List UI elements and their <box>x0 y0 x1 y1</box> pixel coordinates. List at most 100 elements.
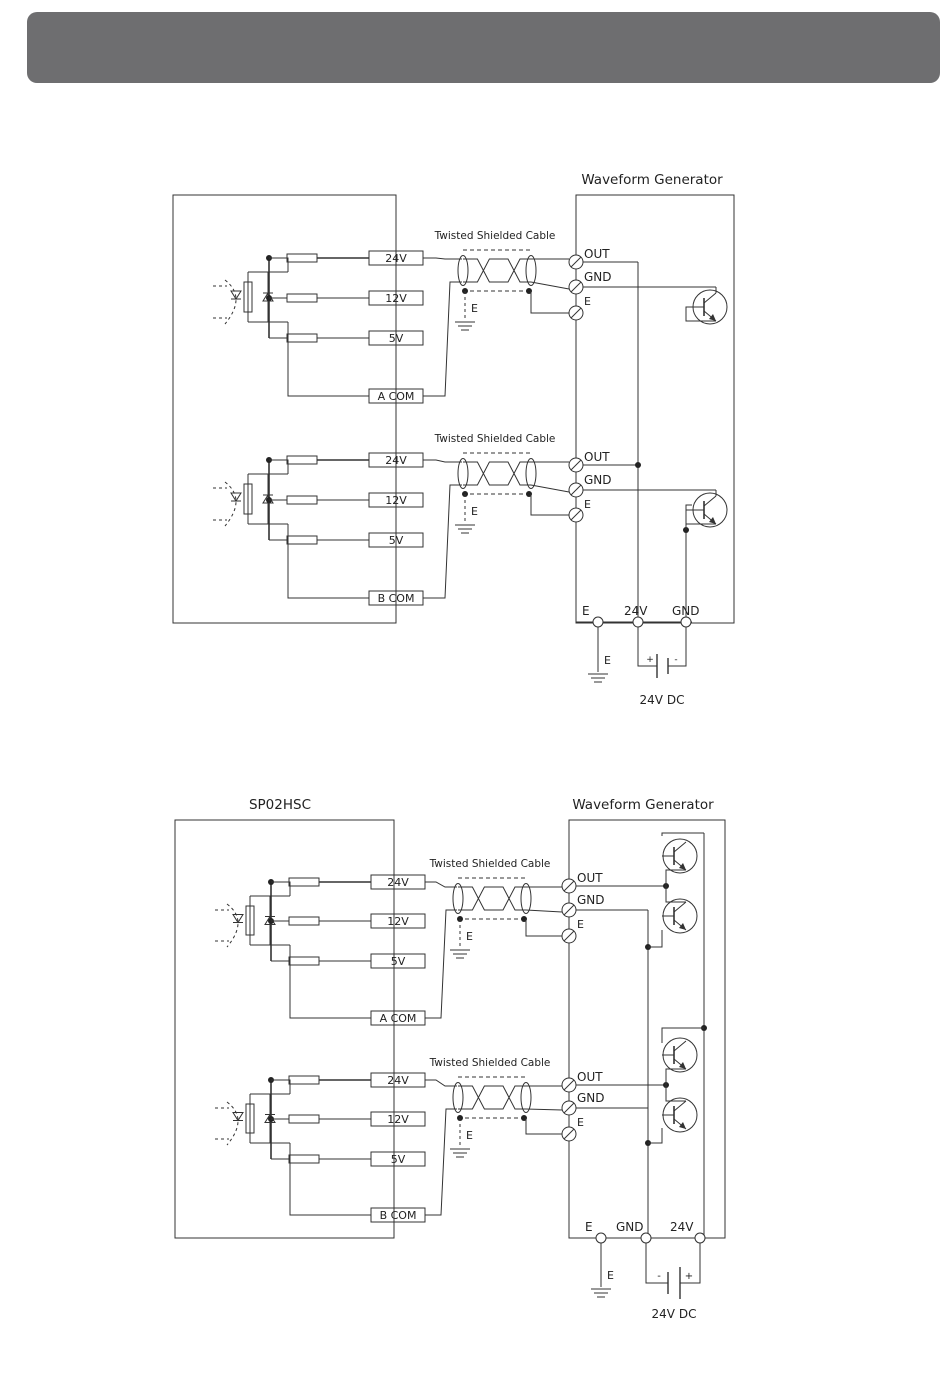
terminal-icon <box>695 1233 705 1243</box>
cable-shield-end <box>526 459 536 489</box>
wire <box>531 485 569 492</box>
generator-title: Waveform Generator <box>581 172 723 188</box>
gen-terminal-label: GND <box>577 893 605 907</box>
resistor-icon <box>287 536 317 544</box>
polarity-label: + <box>685 1271 693 1282</box>
resistor-icon <box>289 1076 319 1084</box>
wire <box>423 460 462 462</box>
wire <box>423 282 462 396</box>
bottom-terminal-label: GND <box>616 1220 644 1234</box>
wire <box>423 485 462 598</box>
gen-terminal-label: GND <box>584 473 612 487</box>
supply-label: 24V DC <box>640 693 685 707</box>
module-title: SP02HSC <box>249 797 311 813</box>
cable-shield-end <box>526 256 536 286</box>
bottom-terminal-label: E <box>585 1220 593 1234</box>
wire <box>290 1143 371 1215</box>
resistor-icon <box>287 254 317 262</box>
led-dashed-arc <box>225 482 236 526</box>
wire <box>458 1086 526 1109</box>
terminal-label: 12V <box>387 915 409 928</box>
junction-dot <box>635 462 641 468</box>
led-dashed-arc <box>225 280 236 324</box>
transistor-icon <box>662 1038 697 1072</box>
cable-label: Twisted Shielded Cable <box>429 858 551 870</box>
wire <box>662 833 704 836</box>
wire <box>425 910 457 1018</box>
wire <box>269 460 288 474</box>
wire <box>288 524 369 598</box>
terminal-label: 5V <box>389 534 404 547</box>
wire <box>458 887 526 910</box>
wire <box>648 1128 662 1143</box>
supply-label: 24V DC <box>652 1307 697 1321</box>
terminal-icon <box>633 617 643 627</box>
transistor-icon <box>662 839 697 873</box>
polarity-label: - <box>674 655 677 665</box>
shield-ground-label: E <box>466 1129 473 1142</box>
earth-ground-icon <box>588 674 608 682</box>
cable-shield-end <box>458 459 468 489</box>
resistor-icon <box>289 1115 319 1123</box>
resistor-icon <box>287 334 317 342</box>
cable-label: Twisted Shielded Cable <box>434 433 556 445</box>
wire <box>425 1080 457 1086</box>
wire <box>271 882 290 896</box>
wire <box>463 462 531 485</box>
resistor-icon <box>287 456 317 464</box>
gen-terminal-label: E <box>577 1116 584 1129</box>
wire <box>531 291 569 313</box>
gen-terminal-label: OUT <box>577 871 603 885</box>
resistor-icon <box>289 878 319 886</box>
wire <box>423 258 462 259</box>
terminal-label: B COM <box>378 592 415 605</box>
wire <box>526 910 562 912</box>
cable-shield-end <box>458 256 468 286</box>
gen-terminal-label: GND <box>577 1091 605 1105</box>
polarity-label: + <box>646 655 654 665</box>
polarity-label: - <box>657 1271 661 1282</box>
wire <box>526 919 562 936</box>
terminal-label: 5V <box>389 332 404 345</box>
led-icon <box>215 1102 243 1145</box>
wire <box>458 887 526 910</box>
terminal-label: 12V <box>387 1113 409 1126</box>
terminal-icon <box>681 617 691 627</box>
terminal-label: 24V <box>387 1074 409 1087</box>
wire <box>526 1118 562 1134</box>
transistor-icon <box>692 290 727 324</box>
wire <box>686 505 692 530</box>
cable-shield-end <box>453 884 463 914</box>
cable-shield-end <box>521 884 531 914</box>
cable-shield-end <box>453 1083 463 1113</box>
resistor-icon <box>287 294 317 302</box>
earth-ground-icon <box>455 525 475 533</box>
transistor-icon <box>662 899 697 933</box>
gen-terminal-label: E <box>577 918 584 931</box>
module-box <box>173 195 396 623</box>
earth-ground-icon <box>450 950 470 958</box>
resistor-icon <box>287 496 317 504</box>
wire <box>269 258 288 272</box>
twisted-shielded-cable: Twisted Shielded CableE <box>434 433 556 533</box>
gen-terminal-label: E <box>584 498 591 511</box>
gen-terminal-label: E <box>584 295 591 308</box>
gen-terminal-label: OUT <box>584 247 610 261</box>
wire <box>526 1109 562 1110</box>
shield-ground-label: E <box>471 302 478 315</box>
transistor-icon <box>692 493 727 527</box>
wire <box>288 322 369 396</box>
terminal-label: A COM <box>378 390 415 403</box>
earth-label: E <box>607 1269 614 1282</box>
terminal-label: 24V <box>385 252 407 265</box>
bottom-terminal-label: GND <box>672 604 700 618</box>
